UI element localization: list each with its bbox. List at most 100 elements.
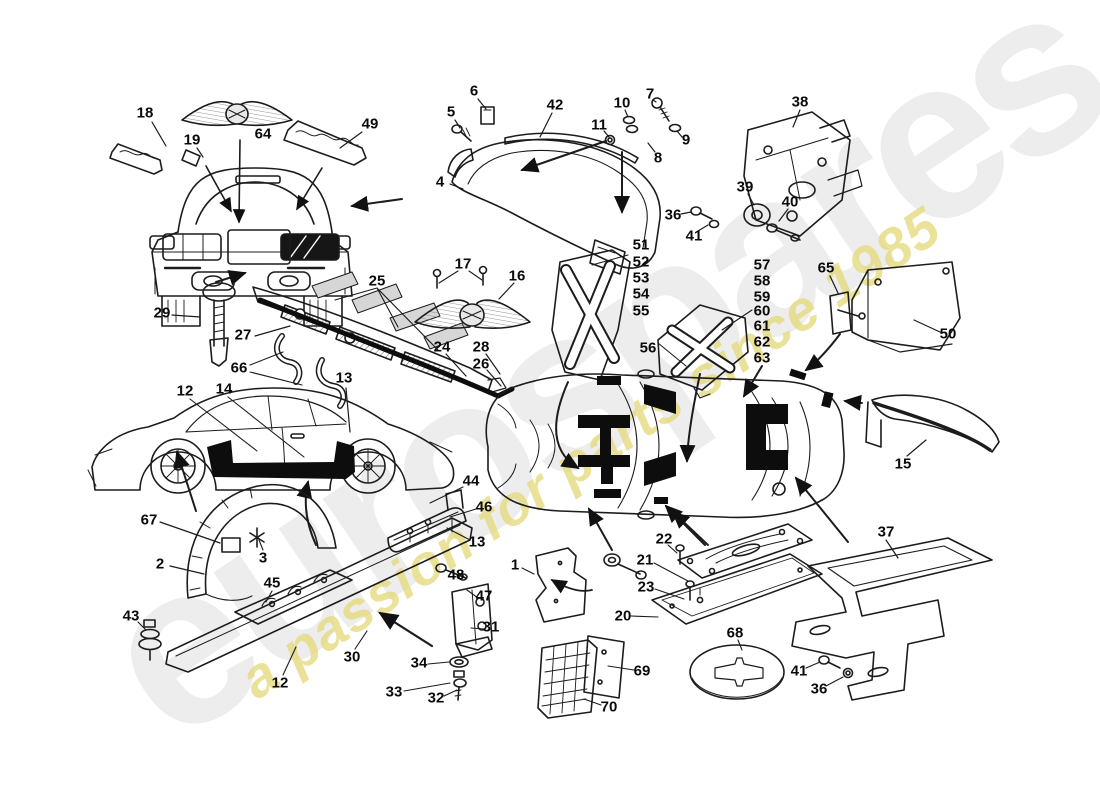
part-label-17-26[interactable]: 17 — [454, 255, 472, 273]
part-label-69-68[interactable]: 69 — [633, 662, 651, 680]
bulkhead-panel-56 — [657, 304, 749, 399]
part-label-5-4[interactable]: 5 — [446, 103, 456, 121]
part-label-12-43[interactable]: 12 — [176, 382, 194, 400]
badge-pins-17 — [432, 265, 488, 289]
part-label-36-72[interactable]: 36 — [810, 680, 828, 698]
part-label-24-23[interactable]: 24 — [433, 338, 451, 356]
part-label-67-46[interactable]: 67 — [140, 511, 158, 529]
part-label-61-38[interactable]: 61 — [753, 317, 771, 335]
part-label-6-5[interactable]: 6 — [469, 82, 479, 100]
part-label-55-32[interactable]: 55 — [632, 302, 650, 320]
part-label-1-62[interactable]: 1 — [510, 556, 520, 574]
nut-11 — [604, 134, 616, 146]
part-label-50-42[interactable]: 50 — [939, 325, 957, 343]
part-label-9-10[interactable]: 9 — [681, 131, 691, 149]
bracket-50 — [851, 261, 961, 353]
part-label-11-7[interactable]: 11 — [591, 116, 607, 134]
part-label-25-20[interactable]: 25 — [368, 272, 386, 290]
part-label-56-33[interactable]: 56 — [639, 339, 657, 357]
part-label-66-21[interactable]: 66 — [230, 359, 248, 377]
part-label-57-34[interactable]: 57 — [753, 256, 771, 274]
part-label-48-54[interactable]: 48 — [447, 566, 465, 584]
part-label-37-70[interactable]: 37 — [877, 523, 895, 541]
badge-disc-68 — [689, 644, 785, 700]
part-label-13-22[interactable]: 13 — [335, 369, 353, 387]
boot-panel-37 — [791, 537, 993, 701]
bolt-7 — [651, 97, 670, 122]
part-label-45-49[interactable]: 45 — [263, 574, 281, 592]
insulation-pads-25 — [311, 271, 469, 350]
screw-33-32 — [453, 670, 467, 701]
part-label-10-8[interactable]: 10 — [613, 94, 631, 112]
part-label-60-37[interactable]: 60 — [753, 302, 771, 320]
dark-taillight — [280, 233, 340, 261]
part-label-59-36[interactable]: 59 — [753, 288, 771, 306]
part-label-54-31[interactable]: 54 — [632, 285, 650, 303]
part-label-15-45[interactable]: 15 — [894, 455, 912, 473]
part-label-18-0[interactable]: 18 — [136, 104, 154, 122]
part-label-63-40[interactable]: 63 — [753, 349, 771, 367]
part-label-26-25[interactable]: 26 — [472, 355, 490, 373]
part-label-58-35[interactable]: 58 — [753, 272, 771, 290]
part-label-23-65[interactable]: 23 — [637, 578, 655, 596]
part-label-47-55[interactable]: 47 — [475, 587, 493, 605]
part-label-28-24[interactable]: 28 — [472, 338, 490, 356]
part-label-41-17[interactable]: 41 — [685, 227, 703, 245]
part-label-19-1[interactable]: 19 — [183, 131, 201, 149]
part-label-34-58[interactable]: 34 — [410, 654, 428, 672]
part-label-4-12[interactable]: 4 — [435, 173, 445, 191]
part-label-13-53[interactable]: 13 — [468, 533, 486, 551]
part-label-12-61[interactable]: 12 — [271, 674, 289, 692]
bracket-31 — [451, 583, 493, 658]
washer-41-upper — [708, 219, 720, 229]
bolt-40 — [766, 223, 801, 242]
part-label-52-29[interactable]: 52 — [632, 253, 650, 271]
finisher-strip-42 — [504, 132, 639, 164]
sill-clip-plate-45 — [234, 569, 353, 625]
clip-6 — [480, 106, 495, 125]
washers-10 — [622, 115, 639, 134]
part-label-42-6[interactable]: 42 — [546, 96, 564, 114]
part-label-62-39[interactable]: 62 — [753, 333, 771, 351]
screw-23 — [685, 580, 695, 601]
rear-view-car — [149, 167, 353, 327]
part-label-32-60[interactable]: 32 — [427, 689, 445, 707]
part-label-30-57[interactable]: 30 — [343, 648, 361, 666]
part-label-51-28[interactable]: 51 — [632, 236, 650, 254]
part-label-41-71[interactable]: 41 — [790, 662, 808, 680]
part-label-3-48[interactable]: 3 — [258, 549, 268, 567]
flap-bolt — [603, 553, 647, 580]
part-label-40-15[interactable]: 40 — [781, 193, 799, 211]
bulkhead-panel-51 — [551, 249, 631, 381]
part-label-29-18[interactable]: 29 — [153, 304, 171, 322]
part-label-53-30[interactable]: 53 — [632, 269, 650, 287]
part-label-49-3[interactable]: 49 — [361, 115, 379, 133]
part-label-27-19[interactable]: 27 — [234, 326, 252, 344]
part-label-38-13[interactable]: 38 — [791, 93, 809, 111]
part-label-68-67[interactable]: 68 — [726, 624, 744, 642]
part-label-70-69[interactable]: 70 — [600, 698, 618, 716]
part-label-64-2[interactable]: 64 — [254, 125, 272, 143]
part-label-2-47[interactable]: 2 — [155, 555, 165, 573]
part-label-46-52[interactable]: 46 — [475, 498, 493, 516]
part-label-14-44[interactable]: 14 — [215, 380, 233, 398]
part-label-33-59[interactable]: 33 — [385, 683, 403, 701]
script-badge-18 — [109, 143, 163, 175]
fastener-29 — [202, 282, 236, 367]
part-label-39-14[interactable]: 39 — [736, 178, 754, 196]
part-label-43-50[interactable]: 43 — [122, 607, 140, 625]
quarter-trim-15 — [865, 394, 1000, 453]
part-label-65-41[interactable]: 65 — [817, 259, 835, 277]
part-label-22-63[interactable]: 22 — [655, 530, 673, 548]
part-label-16-27[interactable]: 16 — [508, 267, 526, 285]
part-label-8-11[interactable]: 8 — [653, 149, 663, 167]
part-label-21-64[interactable]: 21 — [636, 551, 654, 569]
part-label-20-66[interactable]: 20 — [614, 607, 632, 625]
pedal-backing-69 — [583, 635, 625, 699]
part-label-7-9[interactable]: 7 — [645, 85, 655, 103]
part-label-31-56[interactable]: 31 — [482, 618, 500, 636]
part-label-44-51[interactable]: 44 — [462, 472, 480, 490]
clip-19 — [181, 149, 201, 167]
part-label-36-16[interactable]: 36 — [664, 206, 682, 224]
